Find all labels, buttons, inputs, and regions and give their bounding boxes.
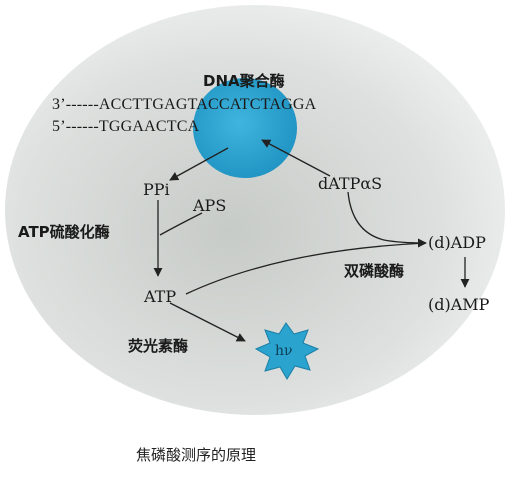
dna-polymerase-shape: [193, 78, 297, 178]
dna-polymerase-label: DNA聚合酶: [203, 72, 285, 90]
background-blob: [5, 5, 505, 415]
template-strand: 3’------ACCTTGAGTACCATCTAGGA: [52, 96, 317, 113]
arrow-datp-to-polymerase: [261, 139, 331, 177]
aps-join-line: [159, 212, 203, 236]
datp-alpha-s-label: dATPαS: [318, 174, 383, 193]
figure-caption: 焦磷酸测序的原理: [136, 446, 257, 464]
aps-label: APS: [193, 196, 227, 215]
primer-strand: 5’------TGGAACTCA: [52, 118, 200, 135]
light-hv-label: hν: [275, 343, 293, 359]
atp-sulfurylase-label: ATP硫酸化酶: [18, 223, 110, 241]
ppi-label: PPi: [143, 180, 170, 199]
arrow-datp-to-dadp: [347, 191, 427, 248]
apyrase-label: 双磷酸酶: [344, 262, 405, 280]
dadp-label: (d)ADP: [428, 233, 486, 252]
luciferase-label: 荧光素酶: [128, 337, 189, 355]
damp-label: (d)AMP: [428, 295, 490, 314]
arrow-atp-to-light: [169, 302, 246, 342]
arrow-polymerase-to-ppi: [169, 147, 229, 181]
light-burst-shape: [254, 322, 320, 380]
atp-label: ATP: [144, 287, 177, 306]
arrow-atp-to-dadp: [185, 242, 427, 295]
